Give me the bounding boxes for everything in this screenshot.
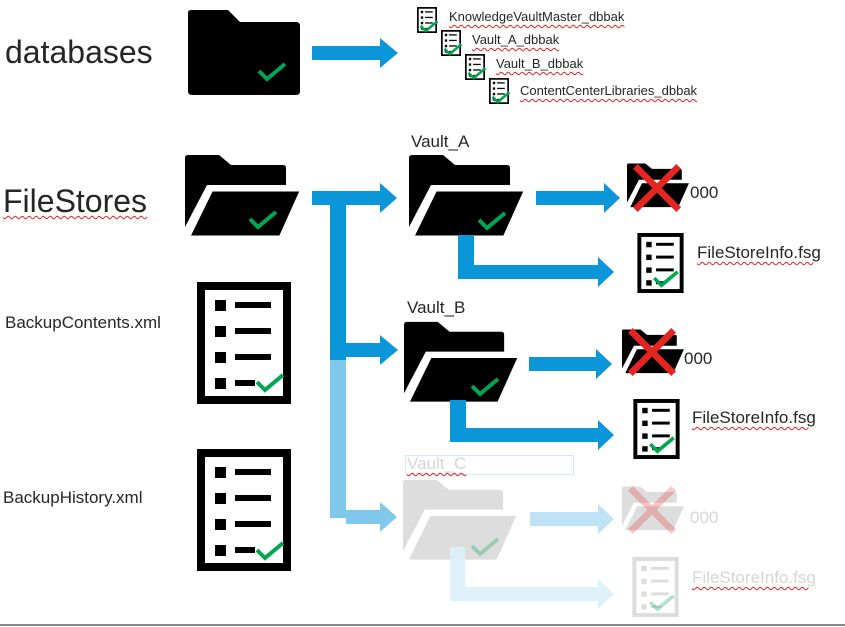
db-file-label: Vault_B_dbbak: [496, 56, 584, 71]
vault-c-filestoreinfo-icon: [632, 557, 679, 617]
vault-b-arrow-folder: [529, 349, 612, 379]
backup-contents-label: BackupContents.xml: [5, 313, 161, 332]
vault-c-000-label: 000: [690, 508, 719, 527]
bottom-divider: [0, 624, 845, 626]
databases-folder-icon: [188, 10, 300, 95]
vault-b-000-label: 000: [684, 349, 713, 368]
databases-label: databases: [5, 34, 153, 70]
vault-c-arrow-folder: [530, 504, 614, 534]
vault-c-arrow: [330, 360, 397, 532]
vault-a-folder-icon: [409, 155, 527, 238]
vault-c-arrow-file: [450, 547, 614, 609]
filestores-folder-icon: [185, 155, 303, 238]
vault-c-000-folder-icon: [622, 486, 686, 531]
filestores-label: FileStores: [3, 183, 148, 219]
vault-b-filestoreinfo-icon: [633, 399, 680, 459]
vault-a-000-label: 000: [690, 183, 719, 202]
databases-arrow: [312, 38, 398, 68]
vault-a-filestoreinfo-icon: [637, 233, 684, 293]
backup-history-icon: [201, 453, 287, 567]
vault-c-label-box: [405, 455, 574, 475]
filestores-arrows: [312, 183, 398, 365]
vault-b-filestoreinfo-label: FileStoreInfo.fsg: [692, 408, 816, 427]
backup-contents-icon: [201, 286, 287, 400]
backup-history-label: BackupHistory.xml: [3, 488, 143, 507]
vault-a-arrow-folder: [536, 183, 620, 213]
vault-a-arrow-file: [458, 235, 614, 287]
db-file-label: Vault_A_dbbak: [472, 32, 560, 47]
vault-c-filestoreinfo-label: FileStoreInfo.fsg: [692, 568, 816, 587]
vault-b-000-folder-icon: [622, 329, 686, 374]
vault-a-000-folder-icon: [627, 162, 691, 209]
db-file-label: ContentCenterLibraries_dbbak: [520, 83, 698, 98]
db-file-label: KnowledgeVaultMaster_dbbak: [449, 9, 625, 24]
vault-a-label: Vault_A: [411, 132, 470, 151]
vault-a-filestoreinfo-label: FileStoreInfo.fsg: [697, 243, 821, 262]
vault-c-label: Vault_C: [407, 454, 467, 473]
vault-b-folder-icon: [404, 322, 521, 404]
vault-b-label: Vault_B: [407, 298, 466, 317]
vault-b-arrow-file: [450, 400, 614, 450]
